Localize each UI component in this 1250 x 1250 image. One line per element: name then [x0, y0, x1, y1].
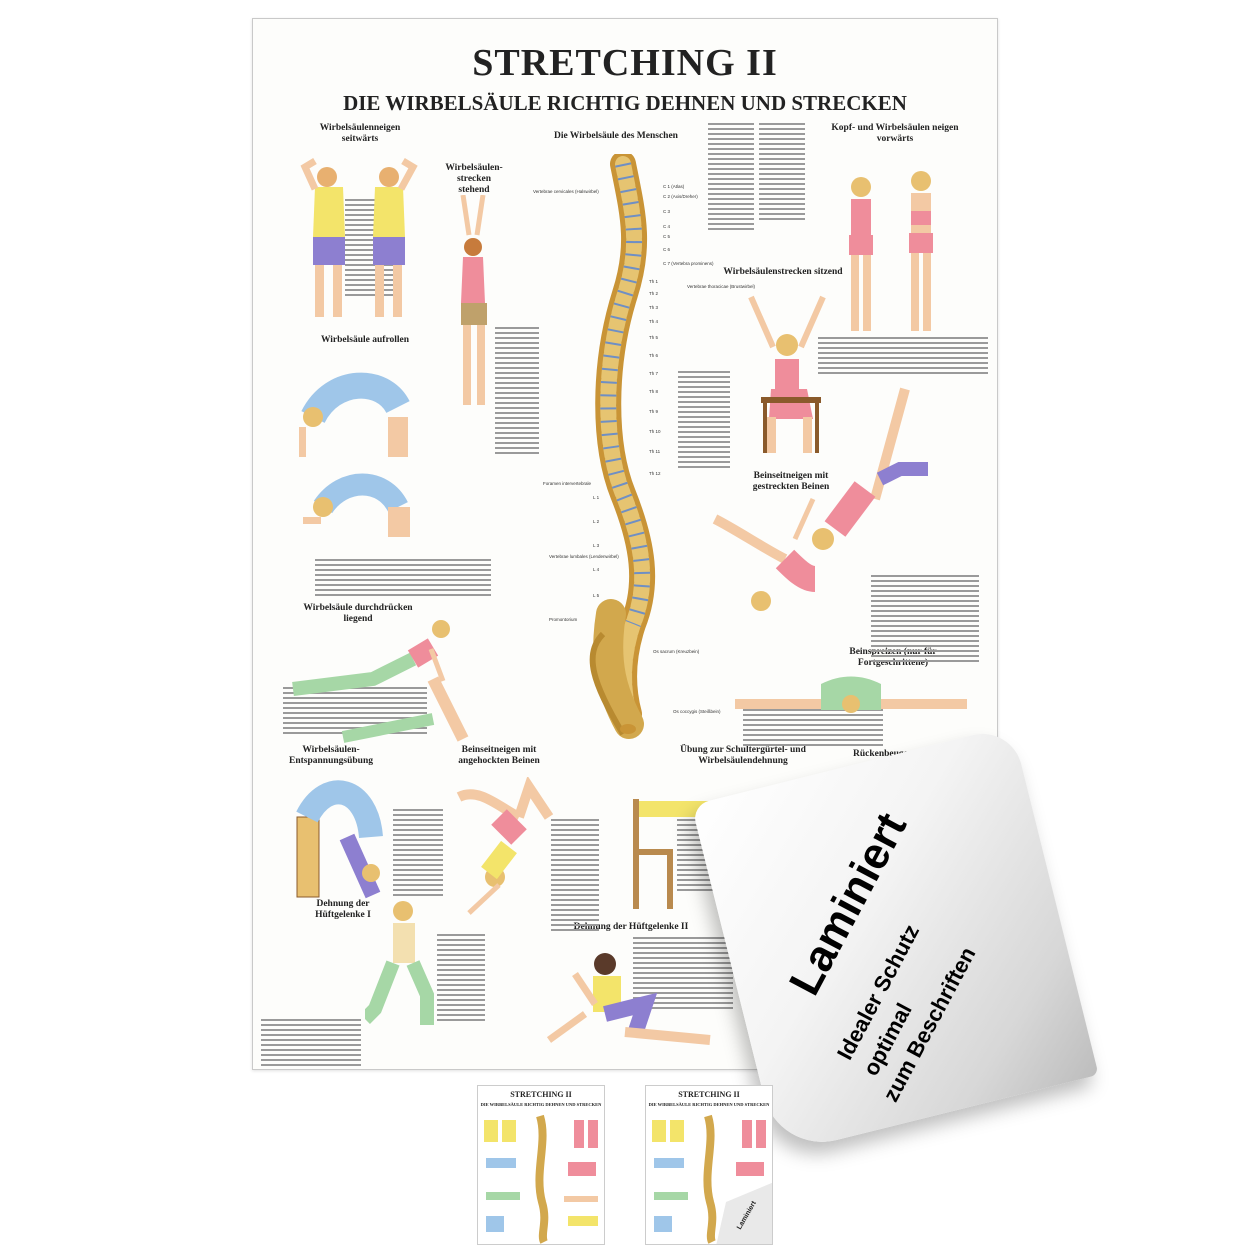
thumbnail-poster[interactable]: STRETCHING II DIE WIRBELSÄULE RICHTIG DE… — [477, 1085, 605, 1245]
spine-label: C 4 — [663, 224, 671, 229]
text-block — [315, 559, 491, 599]
exercise-figure — [546, 953, 711, 1045]
spine-label: Th 6 — [649, 353, 659, 358]
exercise-figure — [712, 387, 928, 611]
section-title: Beinseitneigen mit angehockten Beinen — [458, 745, 540, 766]
text-block — [633, 937, 733, 1012]
spine-label: L 1 — [593, 495, 600, 500]
spine-label: Foramen intervertebrale — [543, 481, 592, 486]
exercise-figure — [365, 901, 434, 1025]
section-title: Wirbelsäulen-Entspannungsübung — [289, 745, 373, 766]
exercise-figure — [456, 777, 554, 915]
spine-label: C 5 — [663, 234, 671, 239]
thumbnail-subtitle: DIE WIRBELSÄULE RICHTIG DEHNEN UND STREC… — [480, 1102, 602, 1107]
section-title: Beinseitneigen mit gestreckten Beinen — [752, 471, 830, 492]
section-title: Kopf- und Wirbelsäulen neigen vorwärts — [831, 123, 959, 144]
section-title: Wirbelsäulenneigen seitwärts — [319, 123, 401, 144]
exercise-figure — [748, 295, 826, 453]
thumbnail-poster-laminated[interactable]: STRETCHING II DIE WIRBELSÄULE RICHTIG DE… — [645, 1085, 773, 1245]
text-block — [818, 337, 988, 377]
spine-label: C 2 (Axis/Dreher) — [663, 194, 698, 199]
spine-label: Os sacrum (Kreuzbein) — [653, 649, 700, 654]
thumbnail-subtitle: DIE WIRBELSÄULE RICHTIG DEHNEN UND STREC… — [648, 1102, 770, 1107]
text-block — [708, 123, 754, 233]
spine-label: Vertebrae thoracicae (Brustwirbel) — [687, 284, 756, 289]
spine-label: Th 10 — [649, 429, 661, 434]
text-block — [551, 819, 599, 934]
text-block — [261, 1019, 361, 1069]
spine-illustration — [563, 151, 693, 754]
spine-label: C 6 — [663, 247, 671, 252]
text-block — [393, 809, 443, 899]
exercise-figure — [299, 372, 410, 537]
exercise-figure — [292, 620, 469, 743]
section-title: Wirbelsäulenstrecken sitzend — [723, 267, 843, 277]
thumbnail-title: STRETCHING II — [510, 1090, 572, 1099]
spine-label: Vertebrae cervicales (Halswirbel) — [533, 189, 599, 194]
spine-label: Th 2 — [649, 291, 659, 296]
spine-label: Promontorium — [549, 617, 578, 622]
section-title: Übung zur Schultergürtel- und Wirbelsäul… — [680, 745, 806, 766]
spine-label: L 2 — [593, 519, 600, 524]
text-block — [743, 709, 883, 749]
anatomy-poster: STRETCHING II DIE WIRBELSÄULE RICHTIG DE… — [252, 18, 998, 1070]
spine-label: Os coccygis (Steißbein) — [673, 709, 721, 714]
spine-label: L 5 — [593, 593, 600, 598]
spine-label: Th 1 — [649, 279, 659, 284]
section-title: Wirbelsäulen-strecken stehend — [445, 163, 503, 195]
spine-label: Th 4 — [649, 319, 659, 324]
section-title: Wirbelsäule durchdrücken liegend — [303, 603, 413, 624]
spine-label: Th 12 — [649, 471, 661, 476]
spine-label: Th 7 — [649, 371, 659, 376]
text-block — [437, 934, 485, 1024]
section-title: Beinspreizen (nur für Fortgeschrittene) — [849, 647, 937, 668]
exercise-figure — [296, 780, 383, 899]
thumbnail-title: STRETCHING II — [678, 1090, 740, 1099]
section-title: Wirbelsäule aufrollen — [320, 335, 410, 345]
exercise-figure — [460, 195, 487, 405]
spine-label: Vertebrae lumbales (Lendenwirbel) — [549, 554, 619, 559]
text-block — [495, 327, 539, 457]
section-title: Die Wirbelsäule des Menschen — [554, 131, 678, 141]
poster-title: STRETCHING II — [472, 42, 778, 84]
spine-label: Th 3 — [649, 305, 659, 310]
poster-subtitle: DIE WIRBELSÄULE RICHTIG DEHNEN UND STREC… — [343, 91, 907, 115]
exercise-figure — [849, 171, 933, 331]
section-title: Dehnung der Hüftgelenke II — [573, 922, 689, 932]
spine-label: C 3 — [663, 209, 671, 214]
section-title: Rückenbeugen — [853, 749, 914, 759]
spine-label: L 4 — [593, 567, 600, 572]
text-block — [759, 123, 805, 223]
text-block — [678, 371, 730, 471]
spine-label: Th 11 — [649, 449, 661, 454]
spine-label: Th 9 — [649, 409, 659, 414]
section-title: Dehnung der Hüftgelenke I — [315, 899, 371, 920]
spine-label: Th 8 — [649, 389, 659, 394]
spine-label: Th 5 — [649, 335, 659, 340]
exercise-figure — [300, 157, 418, 317]
spine-label: C 7 (Vertebra prominens) — [663, 261, 714, 266]
spine-label: C 1 (Atlas) — [663, 184, 685, 189]
spine-label: L 3 — [593, 543, 600, 548]
text-block — [871, 575, 979, 665]
exercise-figure — [735, 676, 967, 713]
